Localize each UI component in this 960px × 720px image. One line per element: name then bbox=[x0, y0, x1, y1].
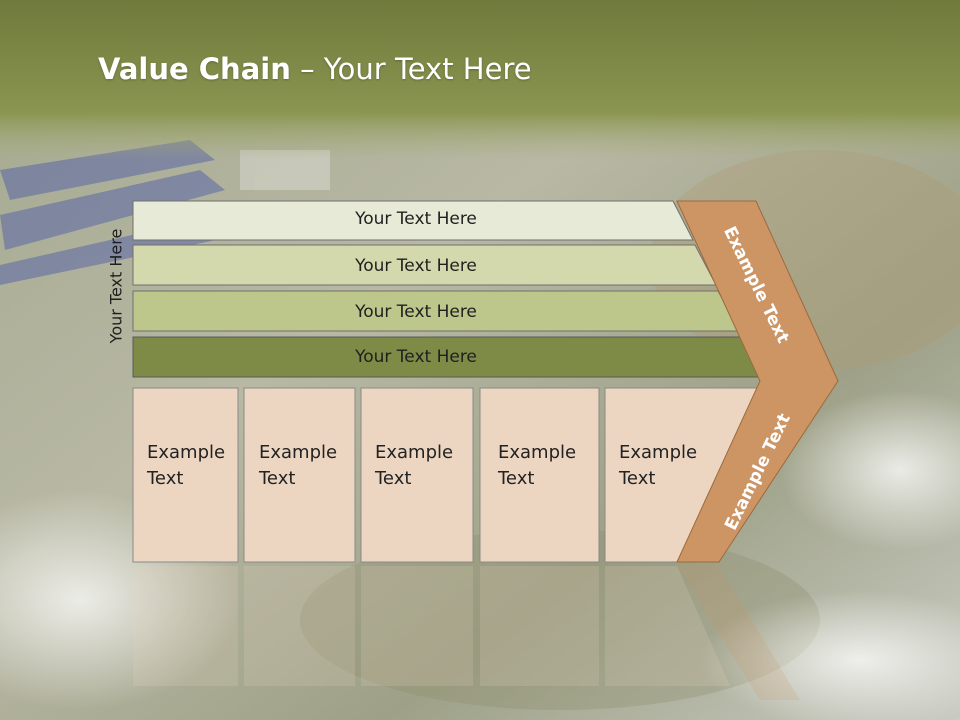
cell-shape-4 bbox=[479, 387, 600, 563]
cell-1-line1: Example bbox=[147, 442, 226, 463]
cell-3-line2: Text bbox=[375, 468, 412, 489]
row-label-3: Your Text Here bbox=[355, 302, 477, 322]
cell-2-line1: Example bbox=[259, 442, 338, 463]
cell-5-line2: Text bbox=[619, 468, 656, 489]
cell-2-line2: Text bbox=[259, 468, 296, 489]
row-label-4: Your Text Here bbox=[355, 347, 477, 367]
chevron-margin-shape bbox=[676, 200, 839, 563]
cell-5-line1: Example bbox=[619, 442, 698, 463]
row-label-2: Your Text Here bbox=[355, 256, 477, 276]
cell-shape-3 bbox=[360, 387, 474, 563]
row-label-1: Your Text Here bbox=[355, 209, 477, 229]
cell-shape-1 bbox=[132, 387, 239, 563]
cell-1-line2: Text bbox=[147, 468, 184, 489]
cell-4-line1: Example bbox=[498, 442, 577, 463]
row-shape-1 bbox=[132, 200, 694, 241]
slide-title-bold: Value Chain bbox=[98, 52, 291, 86]
activity-cells bbox=[132, 387, 761, 563]
slide-title-rest: – Your Text Here bbox=[290, 52, 532, 86]
value-chain-rows bbox=[132, 200, 765, 378]
cell-4-line2: Text bbox=[498, 468, 535, 489]
cells-reflection bbox=[133, 566, 800, 700]
cell-shape-2 bbox=[243, 387, 356, 563]
slide-title: Value Chain – Your Text Here bbox=[98, 52, 532, 86]
cell-3-line1: Example bbox=[375, 442, 454, 463]
